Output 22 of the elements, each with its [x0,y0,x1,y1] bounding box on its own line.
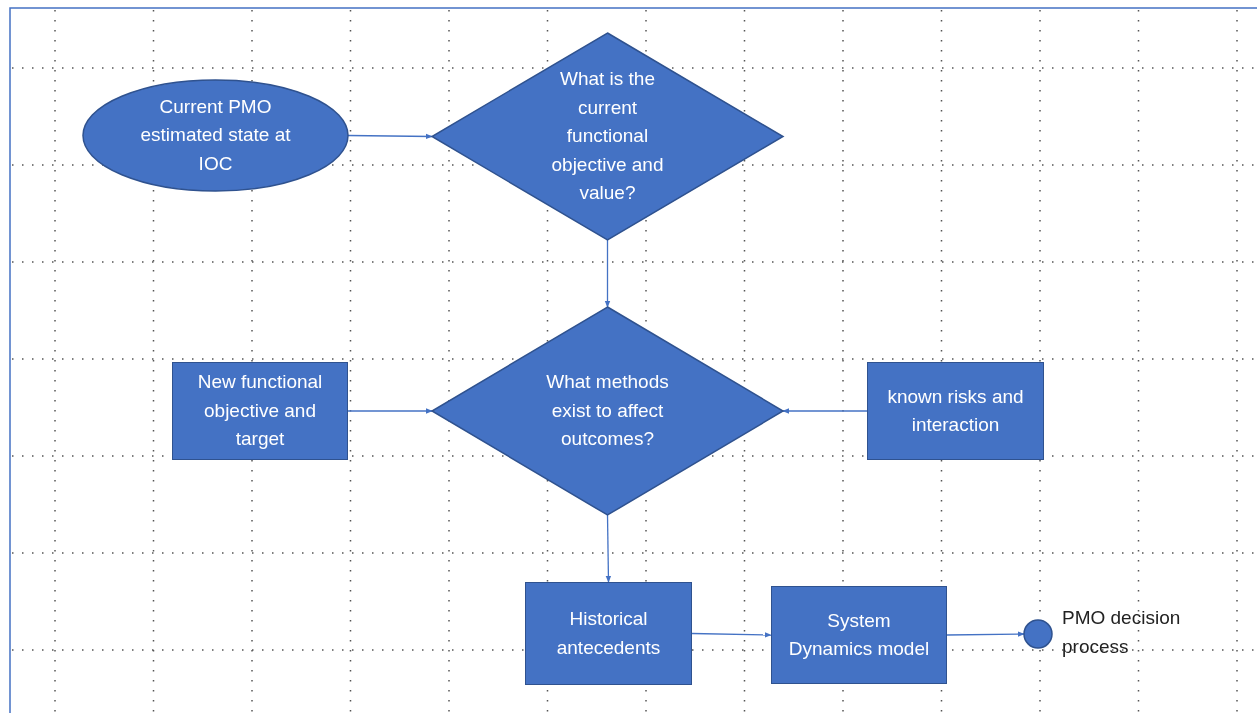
node-label: known risks and interaction [886,384,1025,437]
arrow [605,514,612,583]
end-circle [1024,620,1052,648]
arrow [946,631,1025,637]
arrow [691,632,772,638]
decision-diamond [432,307,783,515]
arrow [782,408,868,414]
process-box [771,586,947,684]
process-box [525,582,692,685]
node-label: New functional objective and target [196,370,324,452]
node-label: Current PMO estimated state at IOC [140,94,291,176]
ellipse-node [83,80,348,191]
arrow [604,239,611,308]
node-label: What is the current functional objective and value? [550,67,665,206]
decision-diamond [432,33,783,240]
arrow [347,408,433,414]
node-label: What methods exist to affect outcomes? [545,370,670,452]
process-box [172,362,348,460]
node-label: System Dynamics model [787,608,931,661]
node-label: Historical antecedents [555,607,662,660]
process-box [867,362,1044,460]
node-caption: PMO decision process [1062,606,1182,659]
